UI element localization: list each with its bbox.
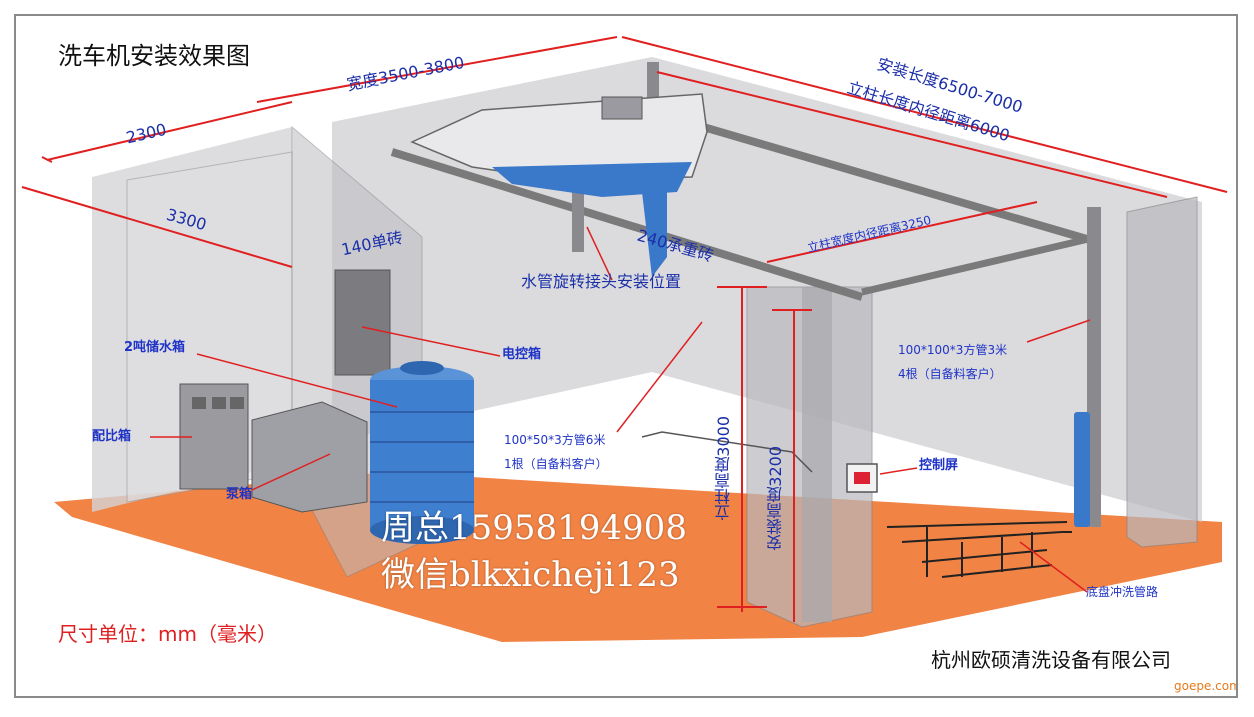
washer-blue-band [492,162,692,197]
contact-phone: 周总15958194908 [381,508,687,548]
label-tube-100x100-qty: 4根（自备料客户） [898,367,1002,381]
rail-right [650,108,1099,246]
label-control-box: 电控箱 [502,347,542,362]
installation-drawing [21,36,1228,642]
label-tube-100x50-spec: 100*50*3方管6米 [504,433,606,447]
label-water-pipe-joint: 水管旋转接头安装位置 [521,272,682,291]
label-chassis-pipe: 底盘冲洗管路 [1086,585,1159,599]
company-name: 杭州欧硕清洗设备有限公司 [931,648,1171,672]
dimension-lines [21,36,1228,622]
label-control-screen: 控制屏 [919,458,959,473]
label-pump-box: 泵箱 [226,487,253,502]
rail-left [390,148,864,301]
pump-box-shape [251,401,368,513]
front-wall-face [802,287,832,622]
page-title: 洗车机安装效果图 [58,42,250,70]
dim-column-height: 立柱高度3000 [714,416,733,521]
label-ratio-box: 配比箱 [92,429,132,444]
chassis-pipe-shape [886,521,1072,578]
column-foot-blue [1074,412,1090,527]
right-wall [1126,196,1198,548]
column-right [1087,207,1101,527]
control-box-shape [334,269,391,376]
washer-top-motor [601,96,643,120]
contact-wechat: 微信blkxicheji123 [381,555,680,595]
diagram-frame: 洗车机安装效果图 宽度3500-3800 2300 3300 140单砖 240… [14,14,1238,698]
unit-note: 尺寸单位：mm（毫米） [58,622,277,646]
dim-install-height: 安装高度3200 [766,446,785,551]
rail-cross [861,233,1098,296]
label-water-tank: 2吨储水箱 [124,340,186,355]
watermark: goepe.com [1174,679,1238,693]
leader-lines [150,226,1091,593]
label-tube-100x100-spec: 100*100*3方管3米 [898,343,1008,357]
washer-arm [642,192,667,277]
floor-pipe-outline [641,431,813,473]
label-tube-100x50-qty: 1根（自备料客户） [504,457,608,471]
